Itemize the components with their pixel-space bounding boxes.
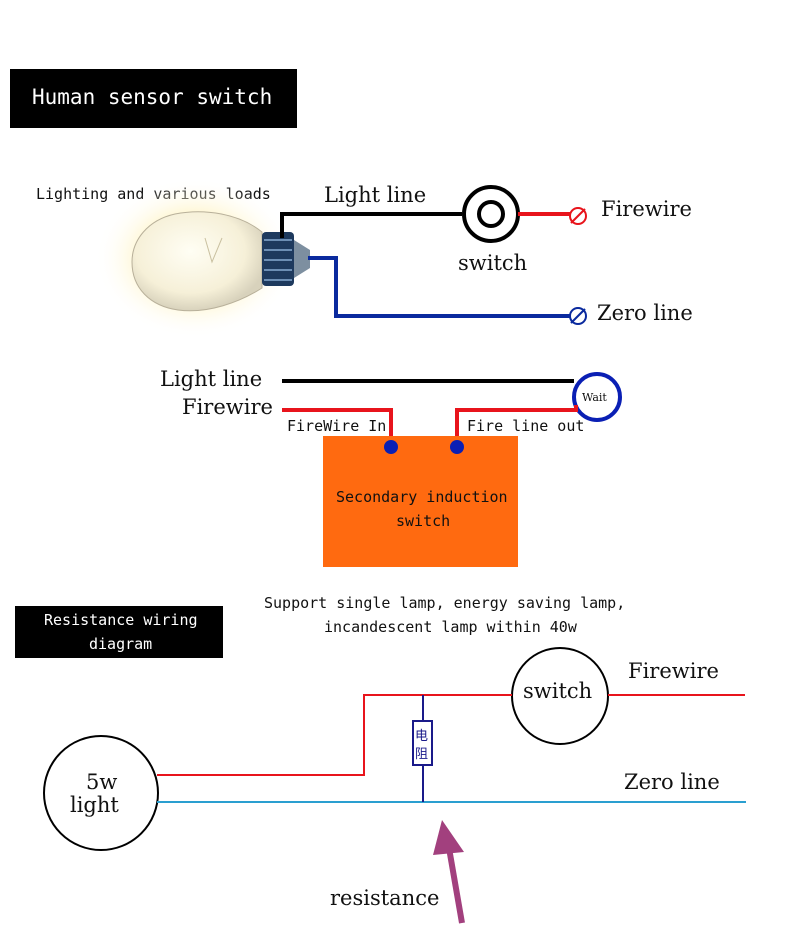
light-label-line1: 5w xyxy=(86,770,117,794)
support-note-line2: incandescent lamp within 40w xyxy=(324,618,578,636)
light-label-line2: light xyxy=(70,793,119,817)
firewire-terminal-icon xyxy=(569,207,587,225)
light-line-wire xyxy=(280,212,462,238)
module-label-line1: Secondary induction xyxy=(336,488,508,506)
wait-label: Wait xyxy=(582,391,607,404)
switch-label: switch xyxy=(458,251,527,275)
section3-title-box xyxy=(15,606,223,658)
light-line-label-2: Light line xyxy=(160,367,262,391)
fire-line-out-terminal xyxy=(450,440,464,454)
firewire-label-3: Firewire xyxy=(628,659,719,683)
light-circle xyxy=(43,735,159,851)
firewire-in-terminal xyxy=(384,440,398,454)
secondary-induction-module xyxy=(323,436,518,567)
firewire-label: Firewire xyxy=(601,197,692,221)
firewire-label-2: Firewire xyxy=(182,395,273,419)
section3-title-line2: diagram xyxy=(89,635,152,653)
switch-label-3: switch xyxy=(523,679,592,703)
resistor-glyph-2: 阻 xyxy=(415,747,428,762)
module-label-line2: switch xyxy=(396,512,450,530)
resistor-glyph-1: 电 xyxy=(415,729,428,744)
fire-line-out-wire xyxy=(455,405,578,446)
light-line-label: Light line xyxy=(324,183,426,207)
fire-line-out-label: Fire line out xyxy=(467,417,584,435)
switch-icon xyxy=(462,185,520,243)
section3-title-line1: Resistance wiring xyxy=(44,611,198,629)
resistance-label: resistance xyxy=(330,886,439,910)
light-to-switch-wire xyxy=(157,694,512,776)
section1-title: Human sensor switch xyxy=(32,85,272,109)
zero-line-terminal-icon xyxy=(569,307,587,325)
support-note-line1: Support single lamp, energy saving lamp, xyxy=(264,594,625,612)
firewire-in-label: FireWire In xyxy=(287,417,386,435)
zero-line-label-3: Zero line xyxy=(624,770,720,794)
firewire-in-wire xyxy=(282,408,393,446)
resistance-arrow-icon xyxy=(433,820,465,924)
wait-indicator: Wait xyxy=(572,372,622,422)
light-bulb-icon xyxy=(95,178,310,338)
zero-line-label: Zero line xyxy=(597,301,693,325)
zero-line-wire xyxy=(308,256,570,318)
section1-title-box xyxy=(10,69,297,128)
